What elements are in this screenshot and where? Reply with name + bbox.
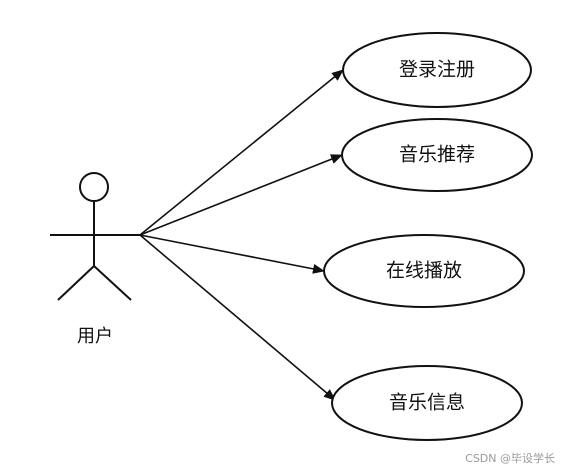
use-case-recommend-label: 音乐推荐 (398, 143, 476, 166)
use-case-play (323, 234, 525, 308)
association-arrow-info (139, 234, 336, 401)
use-case-info-label: 音乐信息 (388, 391, 466, 414)
actor-left-leg (57, 265, 95, 301)
actor-label: 用户 (77, 326, 113, 347)
watermark: CSDN @毕设学长 (465, 452, 555, 465)
actor-figure (50, 172, 140, 301)
use-case-login-label: 登录注册 (398, 58, 476, 81)
actor-right-leg (93, 265, 132, 301)
actor-head (79, 172, 109, 202)
use-case-play-label: 在线播放 (385, 259, 463, 282)
use-case-login (342, 32, 532, 108)
use-case-recommend (341, 118, 533, 192)
association-arrow-play (139, 234, 325, 274)
use-case-info (331, 365, 523, 441)
association-arrow-login (139, 69, 344, 236)
association-arrow-recommend (139, 154, 343, 236)
